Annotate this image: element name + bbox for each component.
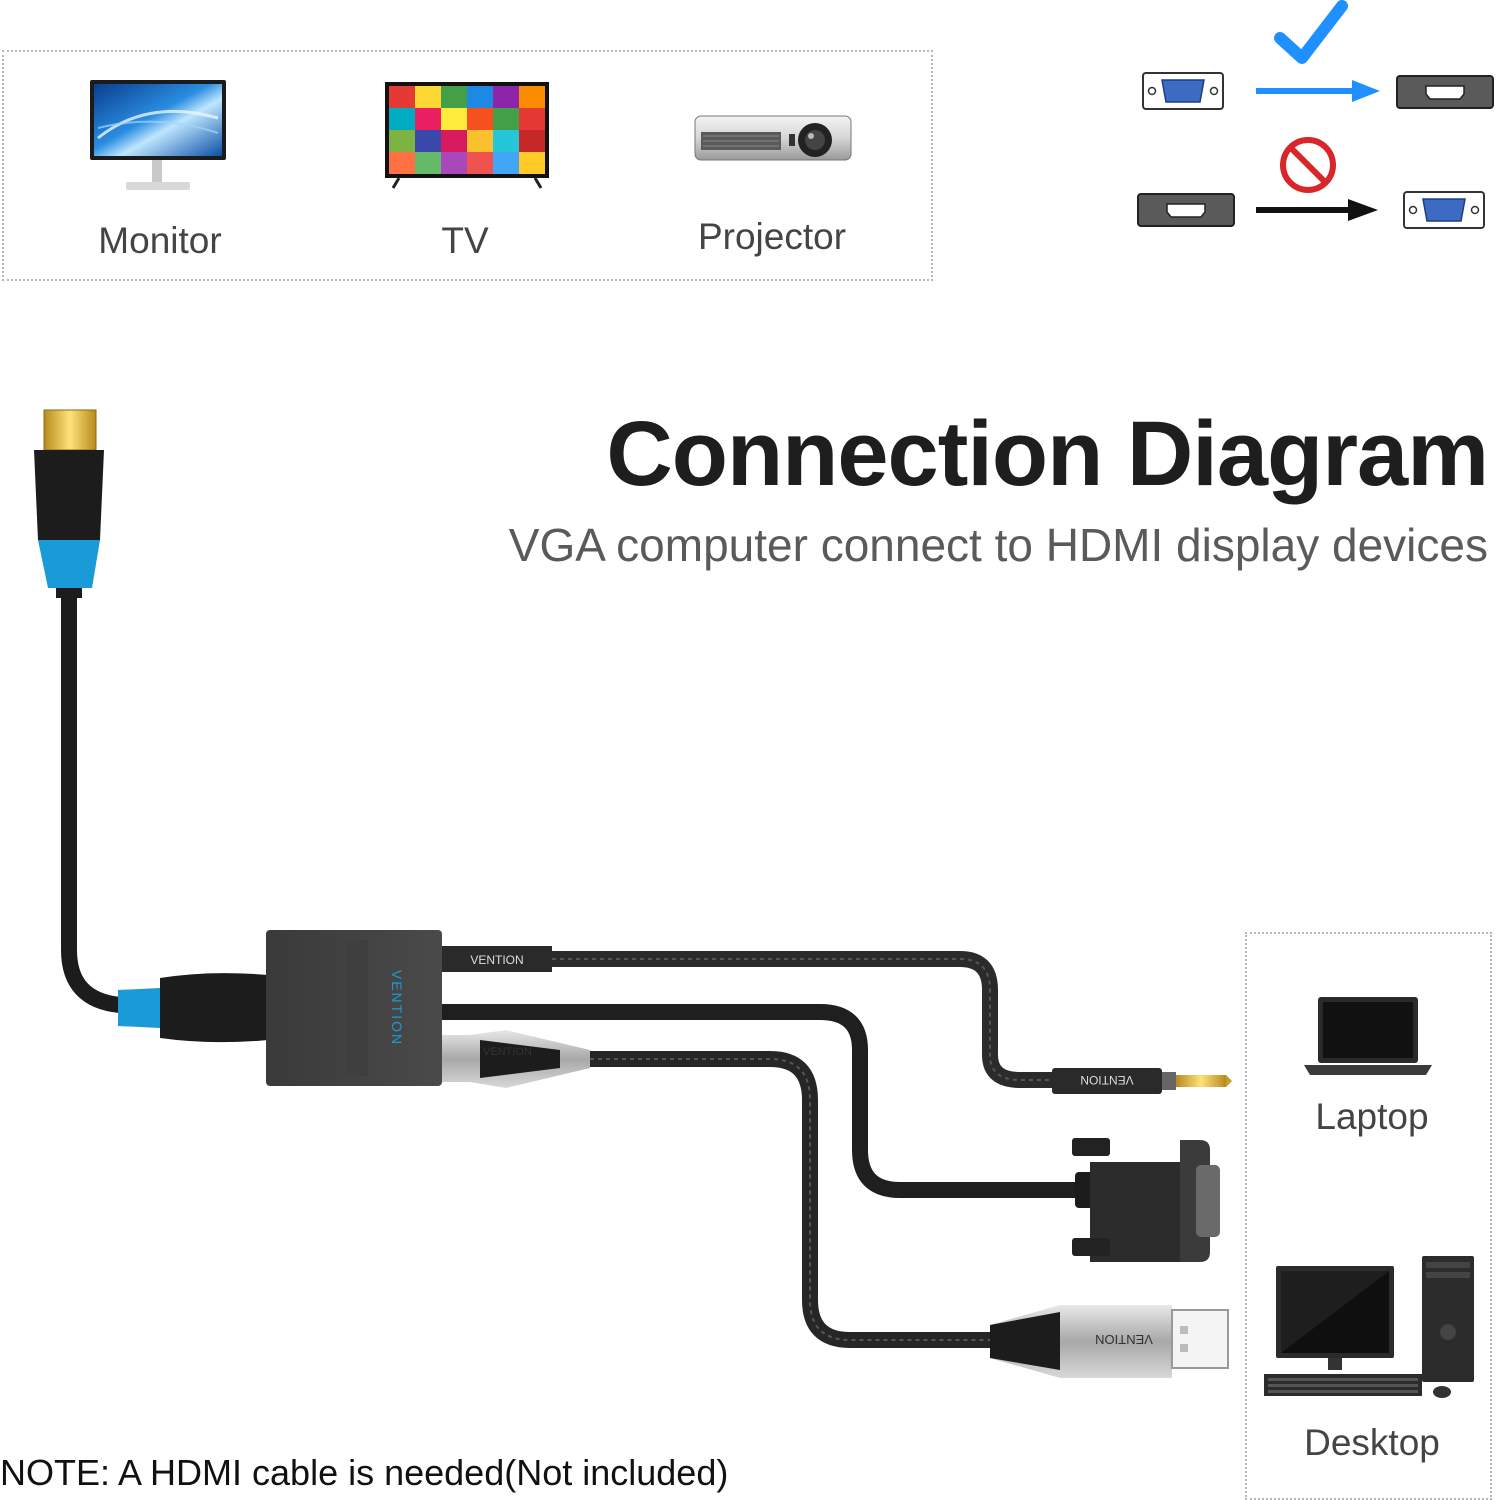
projector-label: Projector [697, 216, 847, 257]
source-devices-panel [1245, 932, 1492, 1500]
desktop-label: Desktop [1304, 1422, 1440, 1463]
usb-cable: VENTION VENTION [442, 1030, 1229, 1378]
projector-icon [694, 115, 852, 161]
laptop-label: Laptop [1315, 1096, 1429, 1137]
adapter-box: VENTION [266, 930, 442, 1086]
page-title: Connection Diagram [606, 403, 1489, 505]
vga-port-icon [1403, 191, 1485, 229]
hdmi-female-connector [118, 973, 268, 1043]
adapter-illustration: VENTION VENTION VENTION VENTION VENTION [34, 409, 1232, 1378]
monitor-icon [90, 80, 226, 190]
hdmi-plug [34, 409, 104, 598]
adapter-brand: VENTION [389, 970, 405, 1046]
usb-jack-brand: VENTION [483, 1046, 532, 1058]
tv-icon [385, 82, 549, 189]
arrow-right-black-icon [1256, 199, 1378, 221]
arrow-right-blue-icon [1256, 80, 1380, 102]
vga-cable [442, 1004, 1220, 1262]
hdmi-port-icon [1396, 75, 1494, 109]
audio-plug-brand: VENTION [1080, 1073, 1133, 1087]
note-text: NOTE: A HDMI cable is needed(Not include… [0, 1452, 729, 1493]
page-subtitle: VGA computer connect to HDMI display dev… [508, 519, 1488, 571]
hdmi-port-icon [1137, 193, 1235, 227]
vga-port-icon [1142, 72, 1224, 110]
desktop-icon [1264, 1256, 1474, 1398]
audio-jack-brand: VENTION [470, 953, 523, 967]
direction-legend [1137, 0, 1494, 229]
usb-plug-brand: VENTION [1095, 1332, 1153, 1347]
laptop-icon [1304, 997, 1432, 1075]
tv-label: TV [441, 220, 489, 261]
display-devices-panel [2, 50, 933, 281]
checkmark-icon [1274, 0, 1348, 64]
audio-cable: VENTION VENTION [442, 946, 1232, 1094]
prohibited-icon [1280, 137, 1336, 193]
monitor-label: Monitor [98, 220, 222, 261]
